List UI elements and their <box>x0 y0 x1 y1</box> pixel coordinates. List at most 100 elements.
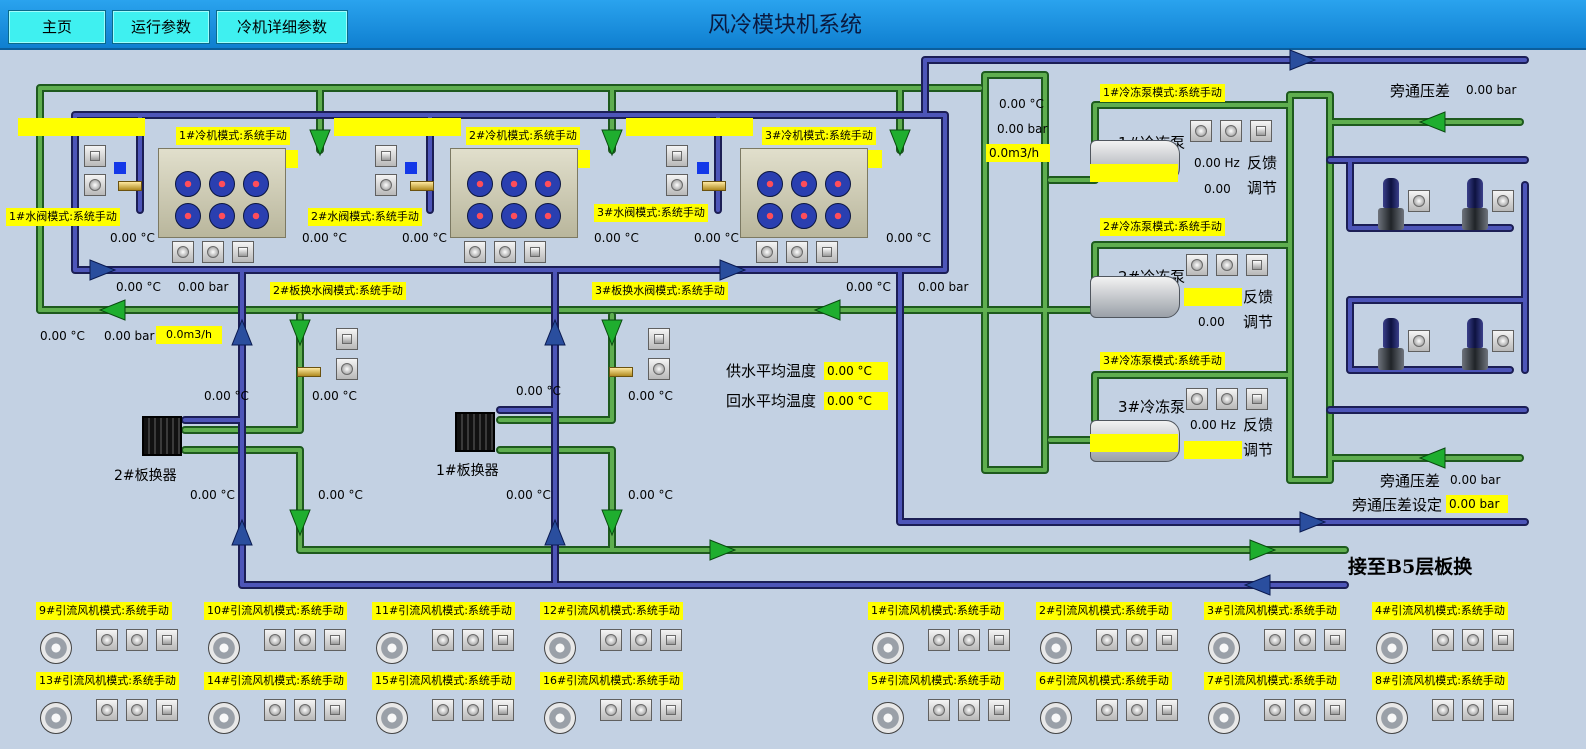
chiller-2-unit[interactable] <box>450 148 578 238</box>
chiller-1-valve-stop-button[interactable] <box>84 145 106 167</box>
fan-6-stop-button[interactable] <box>1156 629 1178 651</box>
secondary-pump-4-button[interactable] <box>1492 330 1514 352</box>
pump-2-start-button[interactable] <box>1186 254 1208 276</box>
fan-8-reset-button[interactable] <box>1462 629 1484 651</box>
plate-hx-2-unit[interactable] <box>142 416 182 456</box>
fan-11-unit[interactable] <box>376 702 408 734</box>
fan-6-unit[interactable] <box>1040 632 1072 664</box>
pump-3-mode[interactable]: 3#冷冻泵模式:系统手动 <box>1100 352 1225 370</box>
fan-3-reset-button[interactable] <box>462 629 484 651</box>
fan-16-unit[interactable] <box>1376 702 1408 734</box>
secondary-pump-2[interactable] <box>1462 178 1488 234</box>
fan-9-stop-button[interactable] <box>156 699 178 721</box>
chiller-2-valve-mode[interactable]: 2#水阀模式:系统手动 <box>308 208 422 226</box>
pump-1-adjust-label[interactable]: 调节 <box>1247 179 1278 197</box>
chiller-3-unit[interactable] <box>740 148 868 238</box>
chiller-3-stop-button[interactable] <box>816 241 838 263</box>
fan-5-reset-button[interactable] <box>958 629 980 651</box>
fan-16-reset-button[interactable] <box>1462 699 1484 721</box>
fan-2-unit[interactable] <box>208 632 240 664</box>
secondary-pump-1[interactable] <box>1378 178 1404 234</box>
fan-6-reset-button[interactable] <box>1126 629 1148 651</box>
fan-7-reset-button[interactable] <box>1294 629 1316 651</box>
chiller-3-water-valve[interactable] <box>702 178 726 194</box>
fan-2-stop-button[interactable] <box>324 629 346 651</box>
fan-14-unit[interactable] <box>1040 702 1072 734</box>
plate-hx-2-valve-start-button[interactable] <box>336 358 358 380</box>
fan-3-unit[interactable] <box>376 632 408 664</box>
chiller-detail-button[interactable]: 冷机详细参数 <box>216 10 348 44</box>
chiller-3-valve-stop-button[interactable] <box>666 145 688 167</box>
home-button[interactable]: 主页 <box>8 10 106 44</box>
fan-5-unit[interactable] <box>872 632 904 664</box>
fan-10-start-button[interactable] <box>264 699 286 721</box>
secondary-pump-3[interactable] <box>1378 318 1404 374</box>
fan-14-start-button[interactable] <box>1096 699 1118 721</box>
fan-11-start-button[interactable] <box>432 699 454 721</box>
fan-6-start-button[interactable] <box>1096 629 1118 651</box>
pump-3-adjust-label[interactable]: 调节 <box>1243 441 1274 459</box>
fan-2-reset-button[interactable] <box>294 629 316 651</box>
fan-8-stop-button[interactable] <box>1492 629 1514 651</box>
fan-4-stop-button[interactable] <box>660 629 682 651</box>
fan-9-unit[interactable] <box>40 702 72 734</box>
chiller-1-reset-button[interactable] <box>202 241 224 263</box>
chiller-1-water-valve[interactable] <box>118 178 142 194</box>
fan-12-stop-button[interactable] <box>660 699 682 721</box>
chiller-3-valve-start-button[interactable] <box>666 174 688 196</box>
fan-11-mode[interactable]: 15#引流风机模式:系统手动 <box>372 672 515 690</box>
plate-hx-3-valve-start-button[interactable] <box>648 358 670 380</box>
fan-15-unit[interactable] <box>1208 702 1240 734</box>
fan-4-start-button[interactable] <box>600 629 622 651</box>
fan-4-unit[interactable] <box>544 632 576 664</box>
fan-12-unit[interactable] <box>544 702 576 734</box>
fan-15-reset-button[interactable] <box>1294 699 1316 721</box>
fan-7-stop-button[interactable] <box>1324 629 1346 651</box>
pump-2-adjust-label[interactable]: 调节 <box>1243 313 1274 331</box>
plate-hx-3-water-valve[interactable] <box>609 364 633 380</box>
fan-1-reset-button[interactable] <box>126 629 148 651</box>
fan-10-stop-button[interactable] <box>324 699 346 721</box>
fan-15-stop-button[interactable] <box>1324 699 1346 721</box>
fan-12-reset-button[interactable] <box>630 699 652 721</box>
fan-9-start-button[interactable] <box>96 699 118 721</box>
pump-3-stop-button[interactable] <box>1246 388 1268 410</box>
plate-hx-3-valve-stop-button[interactable] <box>648 328 670 350</box>
fan-11-stop-button[interactable] <box>492 699 514 721</box>
fan-5-stop-button[interactable] <box>988 629 1010 651</box>
fan-10-reset-button[interactable] <box>294 699 316 721</box>
fan-16-mode[interactable]: 8#引流风机模式:系统手动 <box>1372 672 1508 690</box>
fan-9-reset-button[interactable] <box>126 699 148 721</box>
fan-14-reset-button[interactable] <box>1126 699 1148 721</box>
plate-hx-2-valve-mode[interactable]: 2#板换水阀模式:系统手动 <box>270 282 406 300</box>
fan-8-unit[interactable] <box>1376 632 1408 664</box>
run-params-button[interactable]: 运行参数 <box>112 10 210 44</box>
pump-3-reset-button[interactable] <box>1216 388 1238 410</box>
fan-12-start-button[interactable] <box>600 699 622 721</box>
fan-2-start-button[interactable] <box>264 629 286 651</box>
fan-9-mode[interactable]: 13#引流风机模式:系统手动 <box>36 672 179 690</box>
chiller-3-reset-button[interactable] <box>786 241 808 263</box>
fan-6-mode[interactable]: 2#引流风机模式:系统手动 <box>1036 602 1172 620</box>
secondary-pump-3-button[interactable] <box>1408 330 1430 352</box>
fan-10-mode[interactable]: 14#引流风机模式:系统手动 <box>204 672 347 690</box>
plate-hx-2-valve-stop-button[interactable] <box>336 328 358 350</box>
pump-2-reset-button[interactable] <box>1216 254 1238 276</box>
pump-2-unit[interactable] <box>1090 276 1180 318</box>
pump-2-mode[interactable]: 2#冷冻泵模式:系统手动 <box>1100 218 1225 236</box>
fan-1-mode[interactable]: 9#引流风机模式:系统手动 <box>36 602 172 620</box>
chiller-1-mode[interactable]: 1#冷机模式:系统手动 <box>176 127 290 145</box>
fan-13-reset-button[interactable] <box>958 699 980 721</box>
fan-7-mode[interactable]: 3#引流风机模式:系统手动 <box>1204 602 1340 620</box>
fan-1-start-button[interactable] <box>96 629 118 651</box>
secondary-pump-2-button[interactable] <box>1492 190 1514 212</box>
fan-10-unit[interactable] <box>208 702 240 734</box>
fan-11-reset-button[interactable] <box>462 699 484 721</box>
chiller-1-start-button[interactable] <box>172 241 194 263</box>
fan-7-start-button[interactable] <box>1264 629 1286 651</box>
pump-2-stop-button[interactable] <box>1246 254 1268 276</box>
plate-hx-1-unit[interactable] <box>455 412 495 452</box>
chiller-2-valve-stop-button[interactable] <box>375 145 397 167</box>
fan-2-mode[interactable]: 10#引流风机模式:系统手动 <box>204 602 347 620</box>
fan-16-stop-button[interactable] <box>1492 699 1514 721</box>
